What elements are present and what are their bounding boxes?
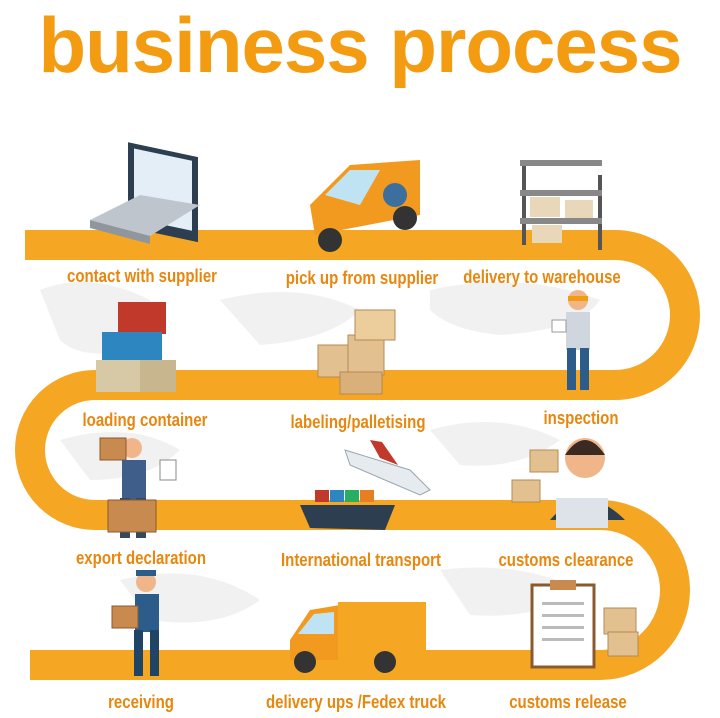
- boxes-icon: [317, 309, 396, 395]
- container-icon: [96, 302, 176, 392]
- van-icon: [310, 160, 420, 252]
- step-label-delivery-to-warehouse: delivery to warehouse: [463, 266, 621, 289]
- customs-officer-icon: [511, 438, 625, 528]
- laptop-icon: [90, 142, 200, 244]
- inspector-icon: [551, 290, 590, 390]
- step-label-export-declaration: export declaration: [75, 547, 207, 570]
- step-label-labeling-palletising: labeling/palletising: [290, 411, 426, 434]
- step-label-inspection: inspection: [543, 407, 619, 430]
- step-label-pick-up-from-supplier: pick up from supplier: [285, 267, 439, 290]
- step-label-customs-release: customs release: [509, 691, 627, 714]
- plane-ship-icon: [300, 440, 431, 530]
- step-label-customs-clearance: customs clearance: [498, 549, 634, 572]
- shelf-icon: [520, 160, 602, 250]
- worker-carrying-box-icon: [99, 437, 177, 538]
- step-label-receiving: receiving: [108, 691, 174, 714]
- step-label-delivery-ups-fedex-truck: delivery ups /Fedex truck: [265, 691, 447, 714]
- delivery-man-icon: [111, 570, 159, 676]
- page-title: business process: [38, 1, 683, 89]
- delivery-truck-icon: [290, 602, 426, 673]
- step-label-loading-container: loading container: [82, 409, 208, 432]
- step-label-contact-with-supplier: contact with supplier: [66, 265, 217, 288]
- process-road: [15, 230, 700, 680]
- clipboard-icon: [530, 580, 639, 669]
- step-label-international-transport: International transport: [280, 549, 441, 572]
